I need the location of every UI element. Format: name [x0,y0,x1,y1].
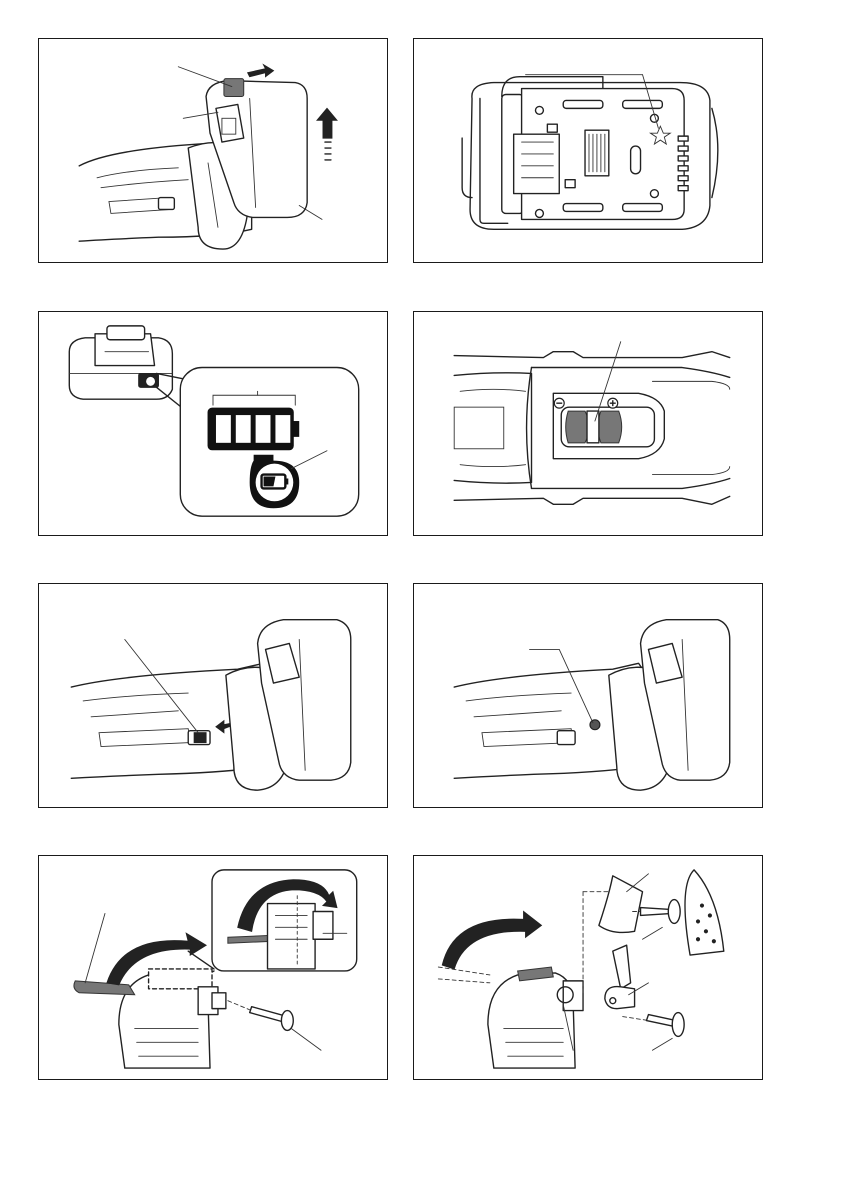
battery-level-icon [208,408,299,450]
indicator-lamp-drawing [414,584,762,807]
switch-grip-right [598,411,622,443]
figure-slide-switch [38,583,388,808]
minus-icon [554,398,564,408]
callout-line-1 [85,913,105,982]
figure-battery-indicator [38,311,388,536]
callout-line-2 [643,927,663,939]
speed-switch-drawing [414,312,762,535]
terminal-block [514,134,560,193]
lever-open-drawing [39,856,387,1079]
figure-indicator-lamp [413,583,763,808]
callout-line-1 [530,649,593,722]
callout-line-1 [125,640,198,733]
indicator-lamp-light [590,720,600,730]
up-arrow-icon [317,108,337,138]
figure-speed-switch-top-view [413,311,763,536]
callout-line-4 [652,1038,672,1050]
slide-switch-knob [194,733,206,743]
cutting-blade [613,945,631,989]
battery-indicator-drawing [39,312,387,535]
slide-switch-drawing [39,584,387,807]
battery-terminal-drawing [414,39,762,262]
lever-shape [74,981,135,995]
battery-removal-drawing [39,39,387,262]
plus-icon [608,398,618,408]
switch-grip-left [566,411,589,443]
accessory-install-drawing [414,856,762,1079]
figure-accessory-install [413,855,763,1080]
rotate-arrow-icon [442,912,541,969]
release-button-icon [224,79,244,97]
figure-lever-open [38,855,388,1080]
sanding-paper [685,870,724,955]
slide-arrow-icon [248,65,274,77]
figure-battery-terminal-view [413,38,763,263]
figure-battery-removal [38,38,388,263]
switch-shape [158,198,174,210]
callout-line-1 [178,67,232,87]
callout-line-2 [291,1028,321,1050]
